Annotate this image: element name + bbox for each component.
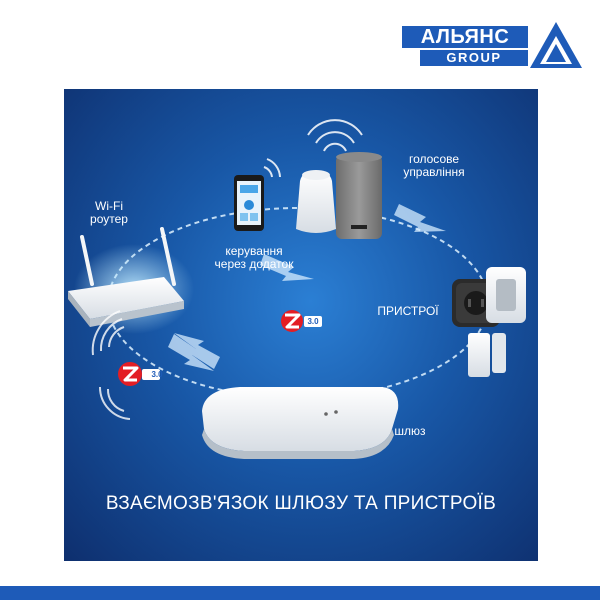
zigbee-version-center: 3.0 — [307, 317, 319, 326]
zigbee-badge-icon — [281, 310, 322, 332]
signal-waves-icon — [307, 119, 363, 152]
signal-waves-icon — [263, 158, 281, 178]
brand-name: АЛЬЯНС — [402, 26, 528, 48]
app-control-label-line2: через додаток — [214, 257, 294, 271]
brand-logo: АЛЬЯНС GROUP — [402, 20, 582, 70]
signal-waves-icon — [91, 310, 131, 420]
infographic-panel: Wi-Fi роутер голосове управління керуван… — [64, 89, 538, 561]
smart-plug-icon — [486, 267, 526, 323]
smartphone-icon — [234, 175, 264, 231]
door-sensor-icon — [468, 333, 506, 377]
app-control-label-line1: керування — [225, 244, 283, 258]
zigbee-badge-icon — [118, 362, 160, 386]
bottom-bar — [0, 586, 600, 600]
wifi-router-label-line2: роутер — [90, 212, 128, 226]
gateway-hub-icon — [202, 387, 399, 459]
app-control-label: керування через додаток — [202, 245, 306, 271]
wifi-router-label: Wi-Fi роутер — [84, 200, 134, 226]
gateway-label: шлюз — [394, 424, 426, 438]
voice-control-label-line2: управління — [403, 165, 465, 179]
scene-graphic — [68, 119, 526, 459]
wifi-router-label-line1: Wi-Fi — [95, 199, 123, 213]
voice-control-label: голосове управління — [384, 153, 484, 179]
voice-control-label-line1: голосове — [408, 152, 460, 166]
caption-title: ВЗАЄМОЗВ'ЯЗОК ШЛЮЗУ ТА ПРИСТРОЇВ — [105, 493, 497, 514]
smart-speaker-icon — [296, 170, 336, 233]
zigbee-version-left: 3.0 — [151, 370, 163, 379]
triangle-logo-icon — [530, 22, 582, 68]
smart-speaker-icon — [336, 152, 382, 239]
wifi-router-icon — [68, 227, 184, 327]
transfer-arrows-icon — [168, 204, 446, 371]
brand-sub: GROUP — [420, 50, 528, 66]
devices-label: ПРИСТРОЇ — [377, 304, 439, 318]
